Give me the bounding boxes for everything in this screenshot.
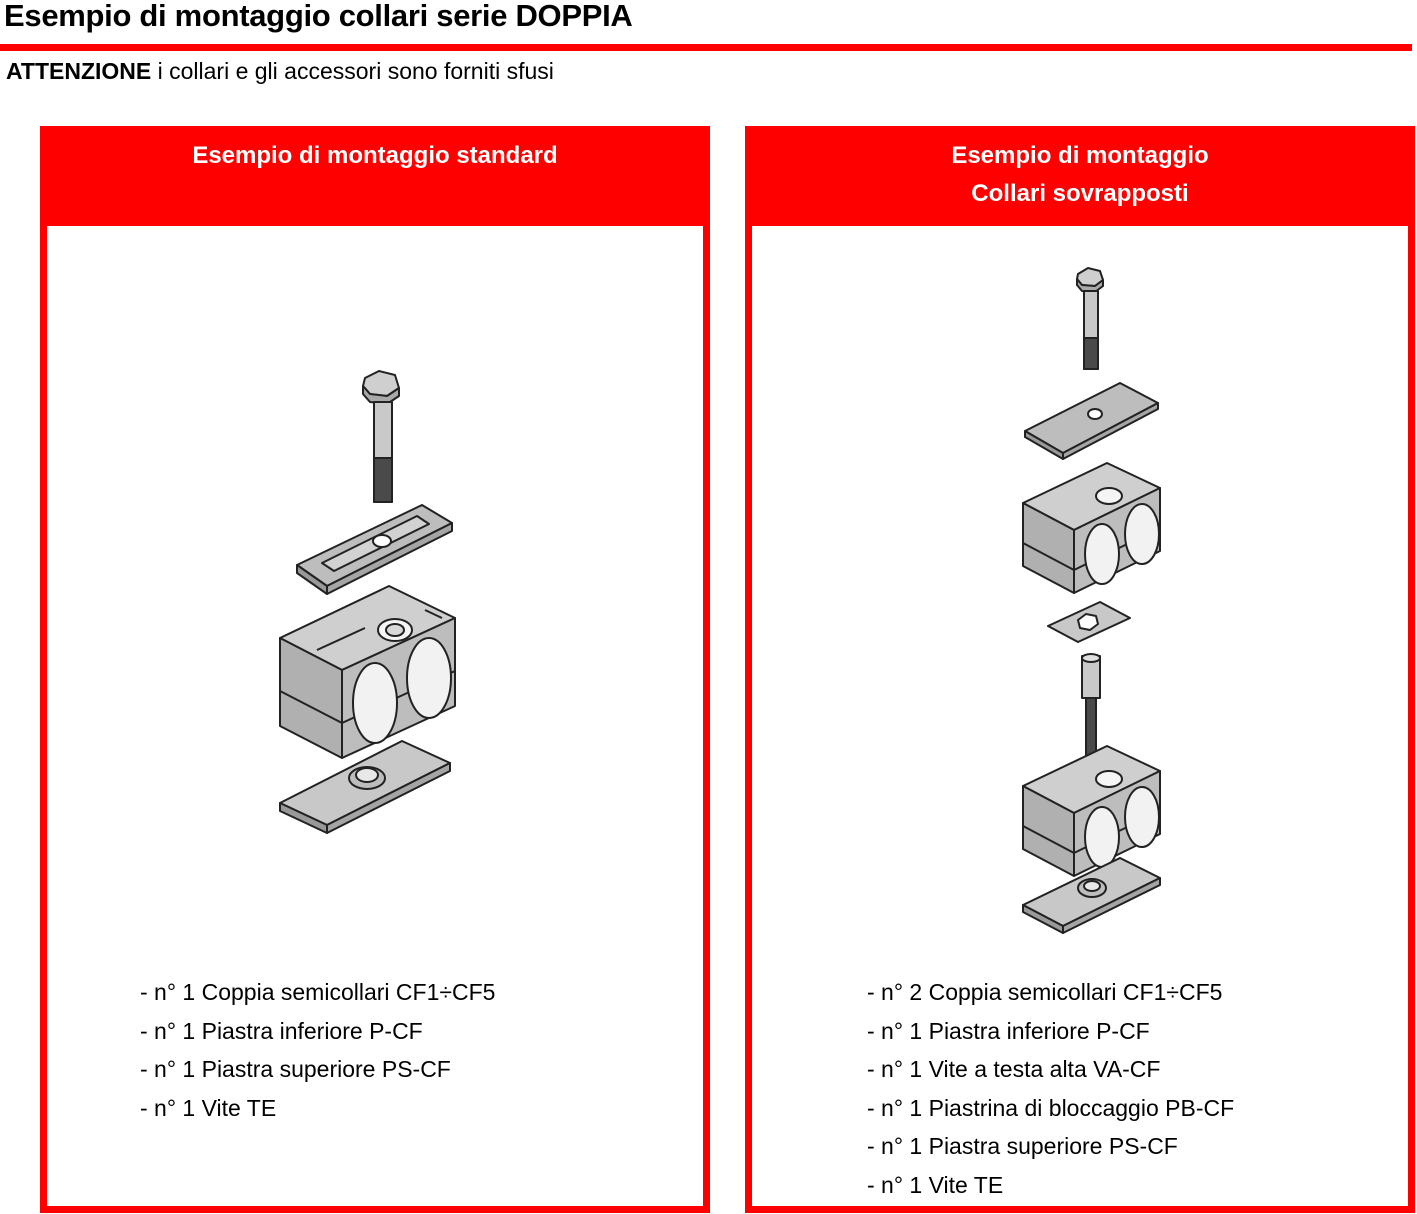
notice: ATTENZIONE i collari e gli accessori son… — [6, 58, 554, 85]
panel-stacked-assembly: Esempio di montaggio Collari sovrapposti — [745, 126, 1415, 1213]
bottom-plate-icon — [1022, 857, 1161, 934]
list-item: - n° 1 Piastra superiore PS-CF — [140, 1056, 451, 1082]
list-item: - n° 1 Vite TE — [867, 1171, 1004, 1198]
panel-header-line: Esempio di montaggio — [951, 142, 1209, 169]
bottom-plate-icon — [279, 740, 451, 834]
notice-label: ATTENZIONE — [6, 58, 152, 84]
list-item: - n° 1 Vite TE — [140, 1094, 277, 1121]
panel-header-line: Collari sovrapposti — [971, 180, 1189, 207]
clamp-body-icon — [279, 585, 456, 759]
panel-standard-assembly: Esempio di montaggio standard — [40, 126, 710, 1213]
panel-header: Esempio di montaggio Collari sovrapposti — [752, 133, 1408, 226]
list-item: - n° 1 Piastra inferiore P-CF — [867, 1017, 1150, 1044]
list-item: - n° 1 Coppia semicollari CF1÷CF5 — [140, 979, 496, 1005]
locking-plate-icon — [1047, 601, 1131, 643]
list-item: - n° 1 Piastra inferiore P-CF — [140, 1017, 423, 1044]
clamp-body-icon — [1022, 462, 1161, 594]
clamp-body-icon — [1022, 745, 1161, 877]
page-title: Esempio di montaggio collari serie DOPPI… — [4, 0, 633, 33]
notice-text: i collari e gli accessori sono forniti s… — [151, 58, 554, 84]
parts-list: - n° 2 Coppia semicollari CF1÷CF5 - n° 1… — [867, 973, 1234, 1204]
list-item: - n° 1 Piastrina di bloccaggio PB-CF — [867, 1094, 1235, 1121]
panel-header-line: Esempio di montaggio standard — [192, 142, 558, 169]
stacked-assembly-illustration — [1022, 267, 1161, 934]
list-item: - n° 1 Vite a testa alta VA-CF — [867, 1056, 1161, 1082]
list-item: - n° 1 Piastra superiore PS-CF — [867, 1133, 1178, 1159]
parts-list: - n° 1 Coppia semicollari CF1÷CF5 - n° 1… — [140, 973, 495, 1127]
standard-assembly-illustration — [279, 370, 456, 834]
list-item: - n° 2 Coppia semicollari CF1÷CF5 — [867, 979, 1223, 1005]
top-plate-icon — [1024, 382, 1159, 460]
hex-bolt-icon — [362, 370, 400, 503]
panel-header: Esempio di montaggio standard — [47, 133, 703, 226]
high-head-screw-icon — [1081, 653, 1101, 759]
top-plate-icon — [296, 504, 453, 595]
hex-bolt-icon — [1076, 267, 1104, 370]
title-divider — [0, 44, 1412, 51]
